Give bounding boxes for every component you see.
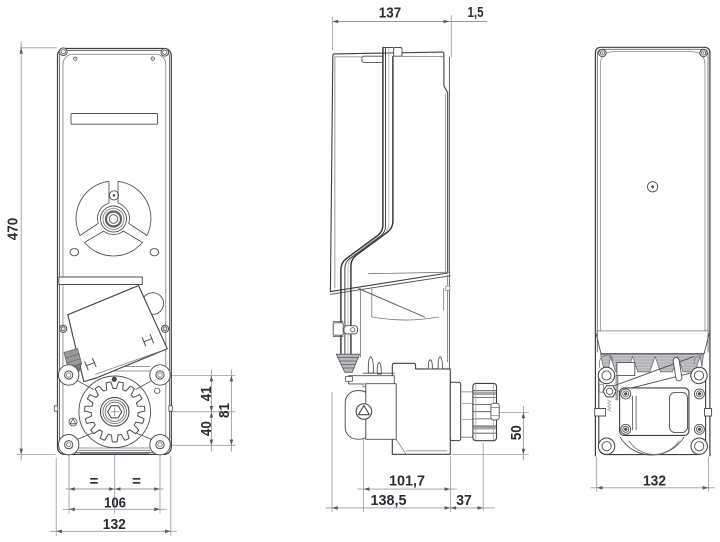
svg-text:101,7: 101,7 <box>389 473 425 490</box>
svg-text:37: 37 <box>456 492 472 509</box>
svg-text:106: 106 <box>104 494 126 511</box>
svg-text:=: = <box>90 473 99 490</box>
svg-text:137: 137 <box>379 4 401 21</box>
svg-text:1,5: 1,5 <box>468 4 484 21</box>
svg-text:81: 81 <box>216 403 233 418</box>
svg-text:40: 40 <box>198 421 215 436</box>
svg-text:=: = <box>132 473 141 490</box>
svg-text:138,5: 138,5 <box>371 492 407 509</box>
svg-text:50: 50 <box>508 425 525 440</box>
svg-text:132: 132 <box>643 473 666 490</box>
svg-text:470: 470 <box>5 218 22 241</box>
svg-text:132: 132 <box>103 516 126 533</box>
svg-text:41: 41 <box>198 386 215 401</box>
